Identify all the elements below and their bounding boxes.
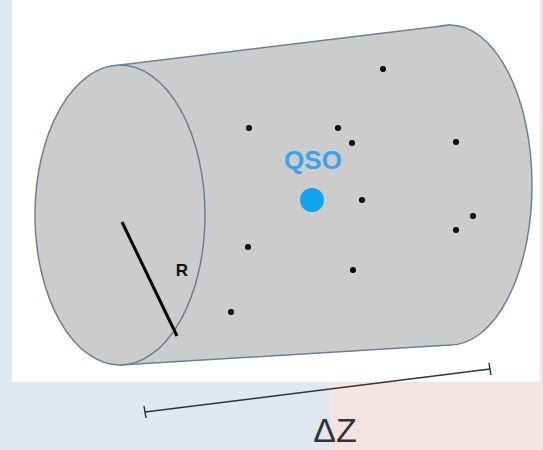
white-panel [12, 0, 540, 382]
cylinder-edge [120, 25, 450, 65]
dimension-label: ΔZ [313, 413, 356, 447]
dimension-line [144, 363, 491, 418]
radius-label: R [176, 262, 188, 279]
cylinder-edge [120, 345, 450, 365]
radius-line [122, 222, 177, 336]
galaxy-dots [228, 66, 476, 315]
qso-label: QSO [284, 147, 342, 173]
qso-dot [300, 188, 324, 212]
cylinder-end-near [35, 65, 205, 365]
